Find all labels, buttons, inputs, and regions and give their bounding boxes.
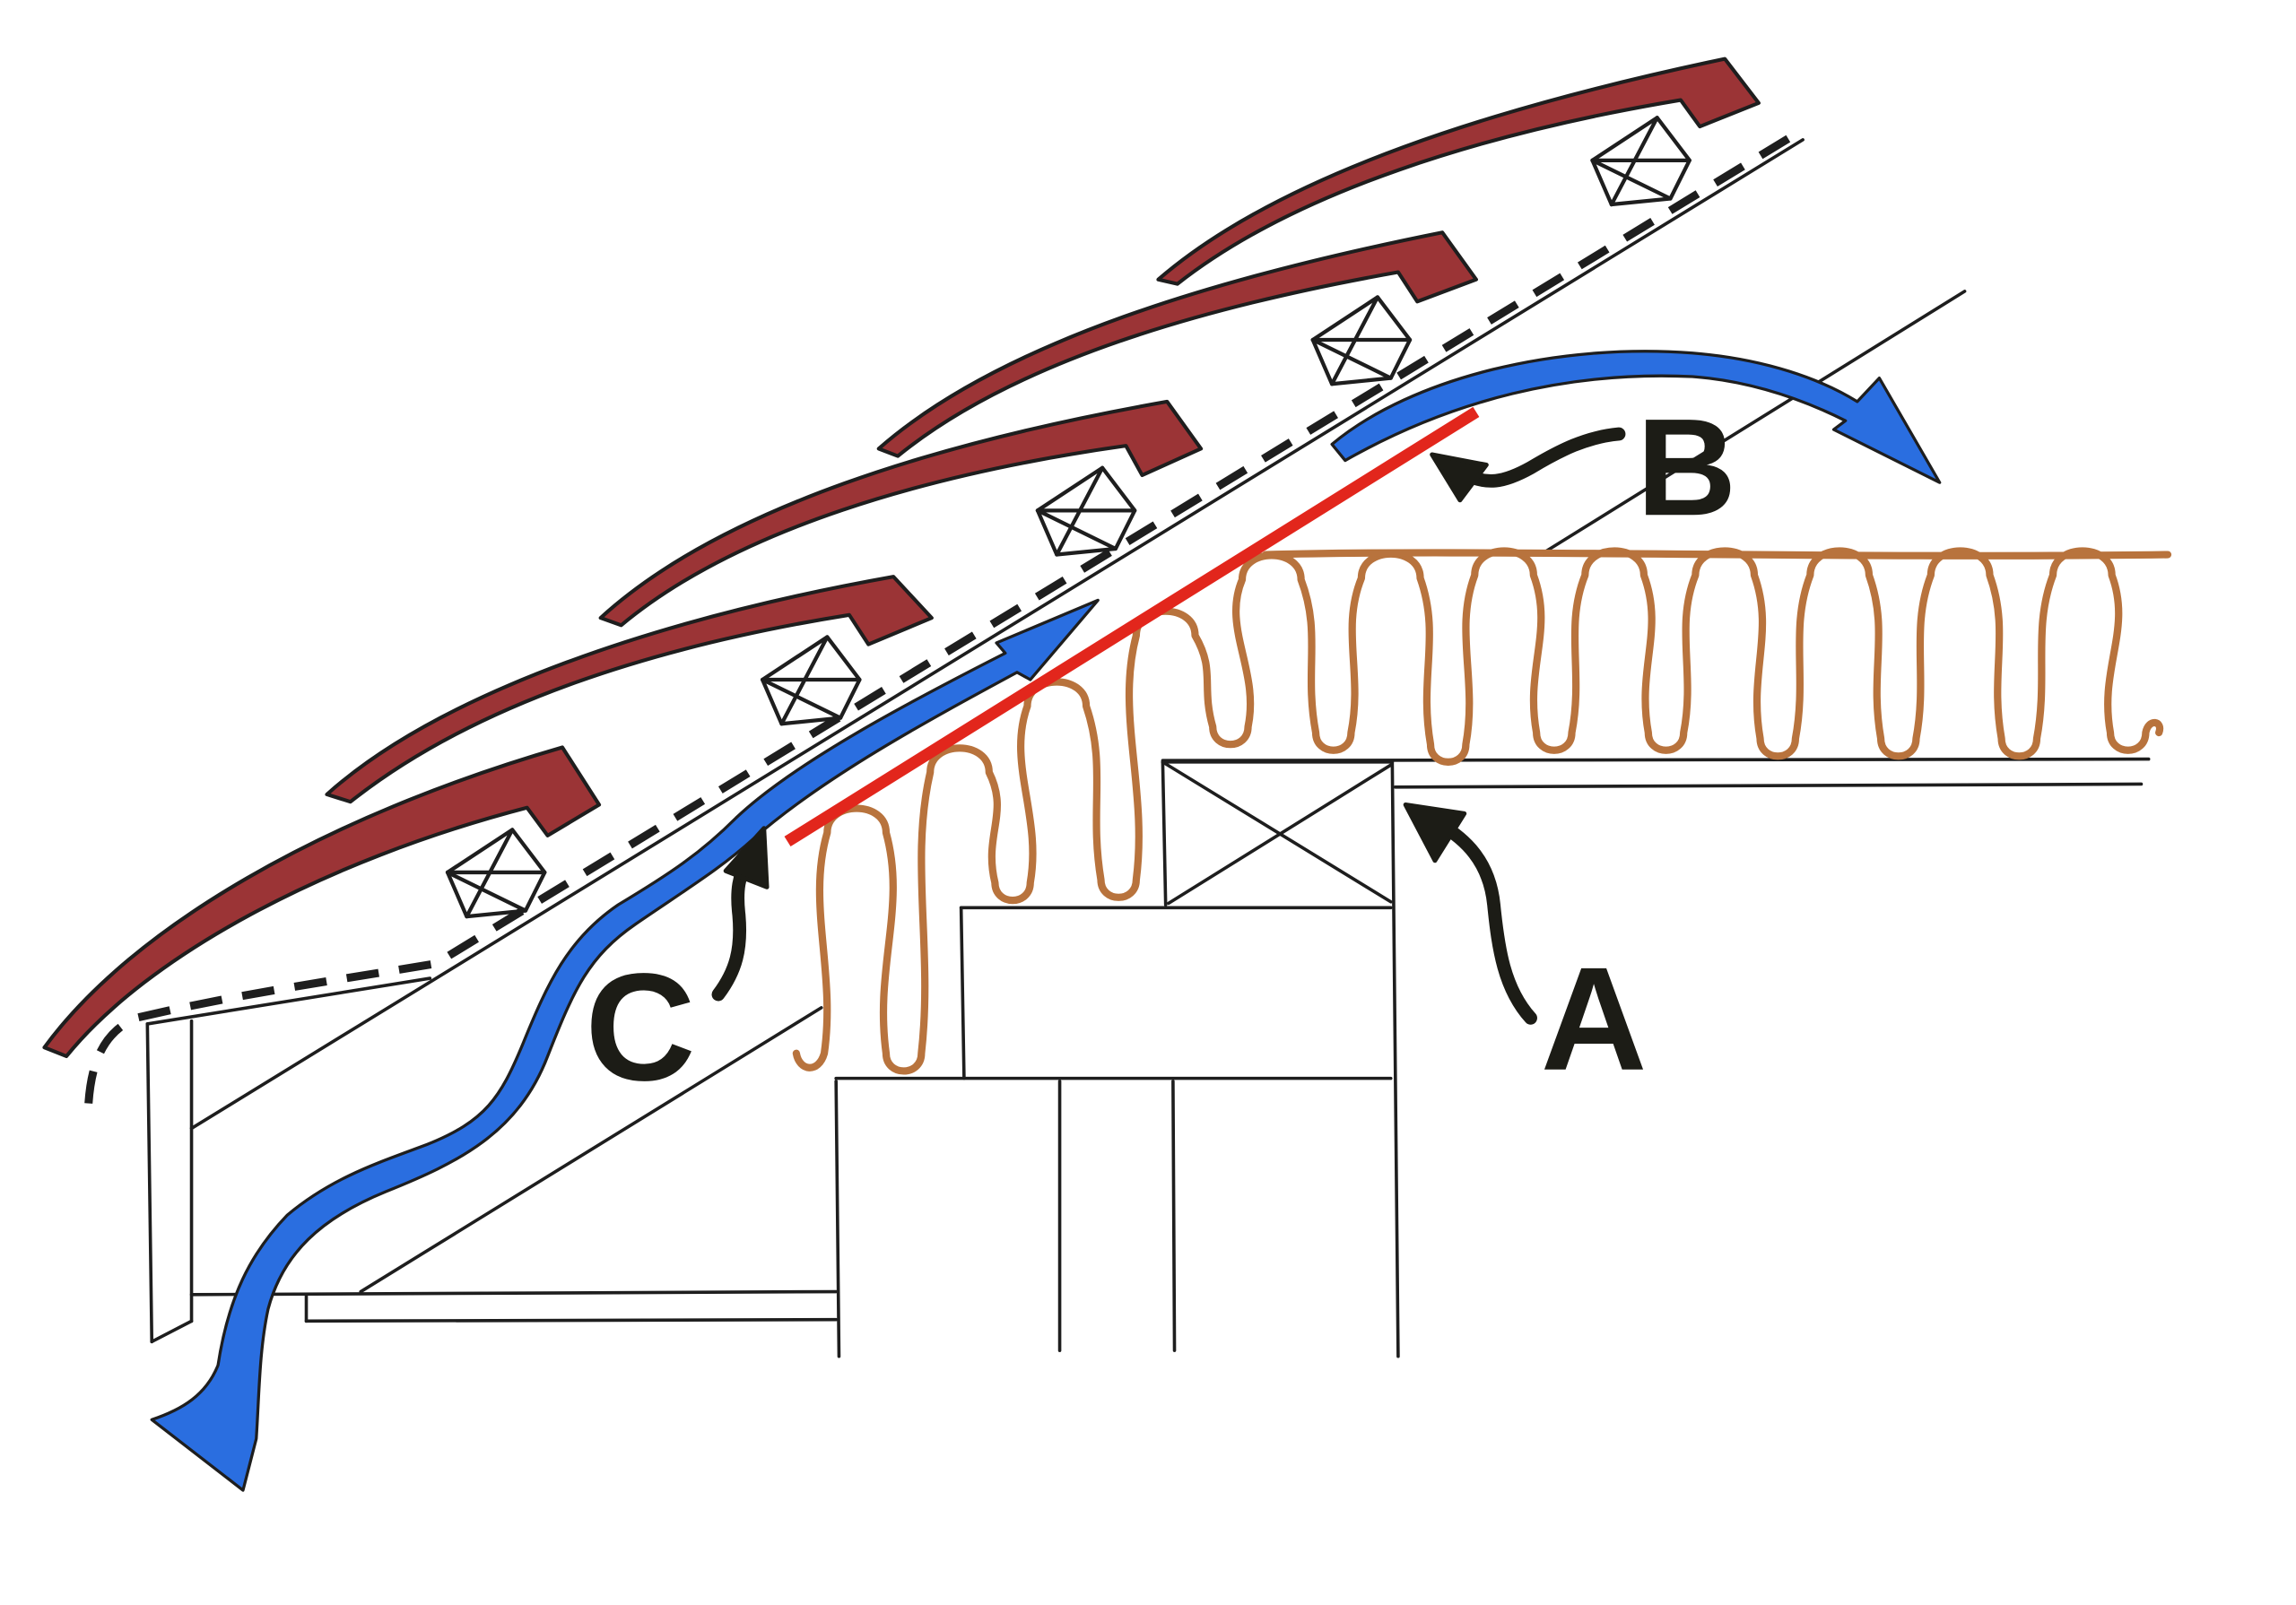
batten	[761, 635, 862, 726]
label-c: C	[585, 942, 695, 1113]
rafter-bottom-line-upper	[1544, 290, 1967, 554]
batten	[445, 828, 547, 919]
pointer-arrowhead-a	[1403, 802, 1467, 863]
roof-tile	[1156, 56, 1761, 286]
pointer-a: A	[1403, 802, 1647, 1101]
pointer-arrowhead-b	[1430, 452, 1489, 503]
roof-tile	[598, 399, 1204, 628]
beam-side	[1161, 760, 1168, 907]
rafter-top-line	[189, 138, 1805, 1131]
ceiling-joist-bottom	[1393, 782, 2144, 789]
beam-cross-2	[1167, 763, 1393, 906]
soffit-bottom-line	[304, 1317, 838, 1323]
fascia-bottom-edge	[150, 1319, 194, 1344]
pointer-arrowhead-c	[723, 826, 770, 889]
roof-tiles	[42, 56, 1761, 1059]
ceiling-joist-top	[1161, 757, 2151, 763]
pointer-b: B	[1430, 389, 1736, 544]
airflow-arrow-over-barrier	[1330, 350, 1942, 484]
soffit-top-line	[189, 1289, 838, 1297]
fascia-outer-edge	[145, 1022, 154, 1344]
pointer-arrow-b	[1457, 427, 1626, 488]
fascia-top-line	[145, 976, 432, 1026]
roof-tile	[325, 575, 934, 804]
batten	[1310, 295, 1413, 386]
wall-stud-right	[1171, 1080, 1177, 1352]
tile-battens	[445, 116, 1692, 919]
batten	[1035, 465, 1137, 557]
roof-tile	[42, 745, 602, 1059]
insulation	[792, 547, 2172, 1075]
wall-plate-side	[959, 906, 966, 1080]
airflow-arrow-eaves	[150, 598, 1100, 1492]
insulation-top-line	[1262, 549, 2172, 560]
beam-cross-1	[1161, 760, 1393, 904]
wall-stud-outer	[834, 1080, 841, 1358]
pointer-c: C	[585, 826, 770, 1113]
pointer-arrow-a	[1432, 817, 1537, 1025]
pointer-arrow-c	[711, 854, 755, 1002]
label-a: A	[1541, 936, 1647, 1101]
red-barrier-line	[784, 406, 1480, 847]
underlay-membrane-dashed-line	[84, 128, 1801, 1104]
wall-stud-inner	[1390, 760, 1400, 1358]
insulation-batt-wave	[792, 547, 2164, 1075]
eaves-structure	[145, 138, 2151, 1358]
label-b: B	[1637, 389, 1736, 544]
roof-tile	[876, 230, 1478, 458]
rafter-bottom-line-lower	[359, 1006, 823, 1294]
batten	[1590, 116, 1692, 207]
